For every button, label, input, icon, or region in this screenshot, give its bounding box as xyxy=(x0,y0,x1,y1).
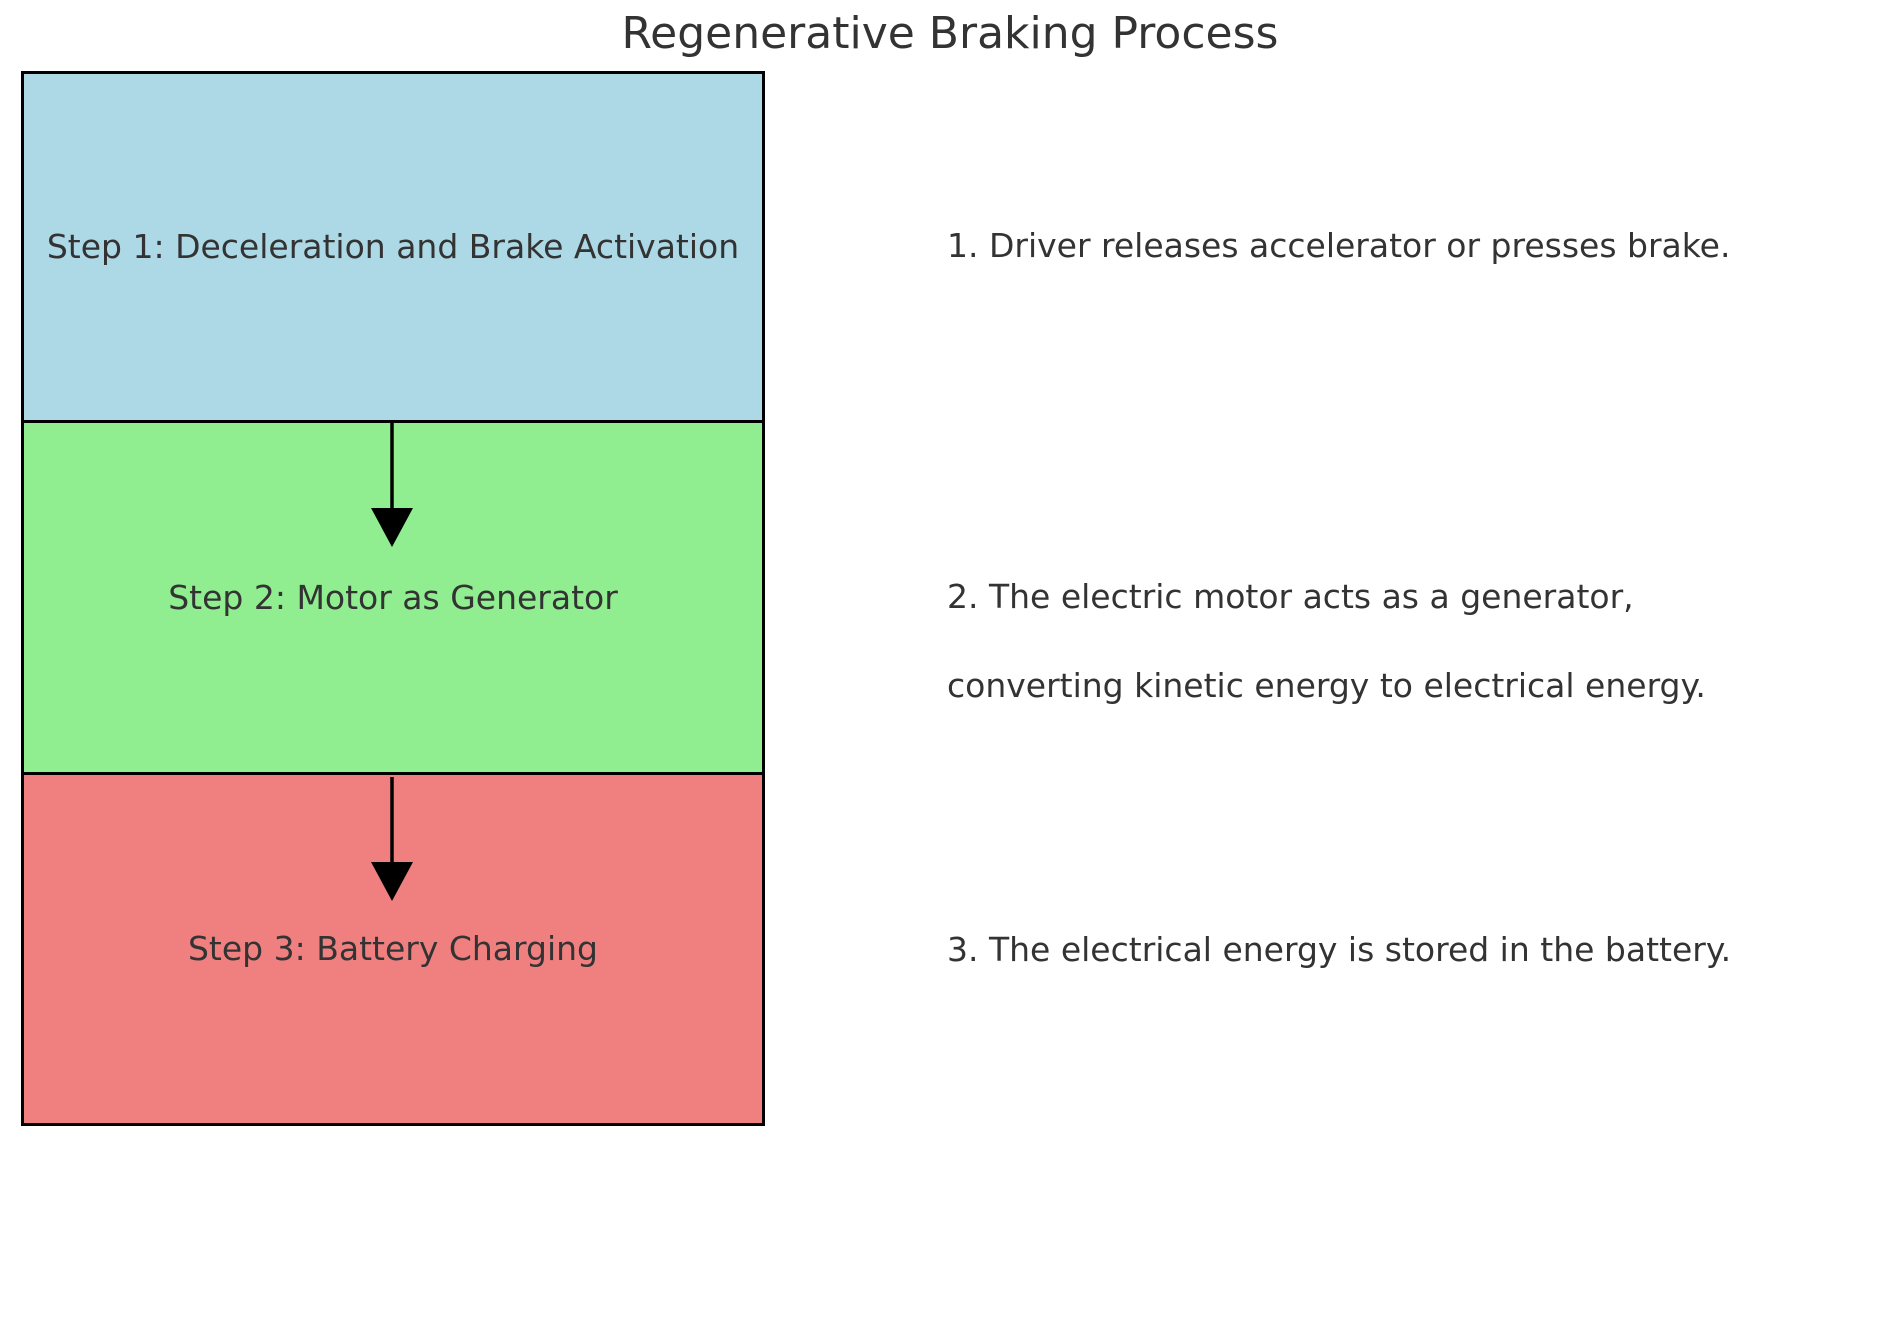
step-3-box: Step 3: Battery Charging xyxy=(21,772,765,1126)
figure-title: Regenerative Braking Process xyxy=(621,8,1279,59)
step-2-label: Step 2: Motor as Generator xyxy=(168,577,618,617)
note-step-1: 1. Driver releases accelerator or presse… xyxy=(947,226,1731,266)
note-step-2-line-2: converting kinetic energy to electrical … xyxy=(947,666,1706,706)
step-3-label: Step 3: Battery Charging xyxy=(187,929,598,969)
step-1-box: Step 1: Deceleration and Brake Activatio… xyxy=(21,71,765,423)
note-step-3: 3. The electrical energy is stored in th… xyxy=(947,930,1732,970)
note-step-2-line-1: 2. The electric motor acts as a generato… xyxy=(947,577,1634,617)
step-2-box: Step 2: Motor as Generator xyxy=(21,420,765,775)
step-1-label: Step 1: Deceleration and Brake Activatio… xyxy=(46,227,740,267)
